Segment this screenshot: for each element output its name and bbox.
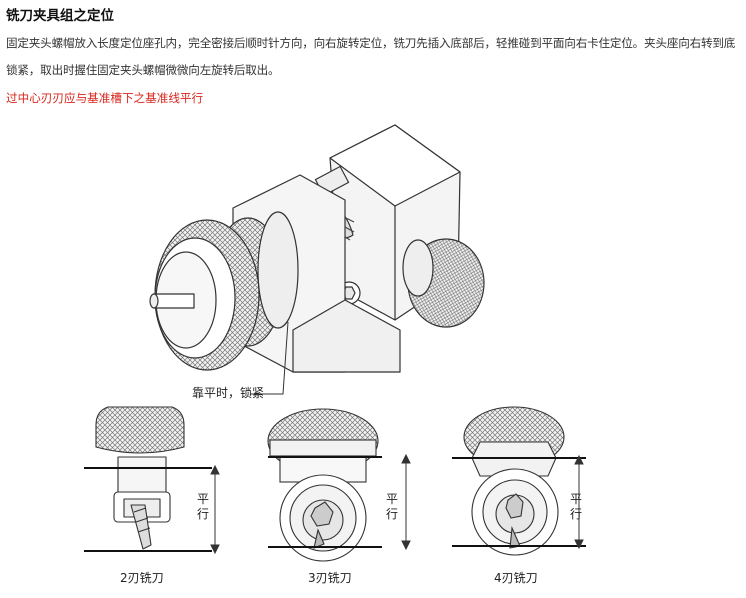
fixture-illustration — [84, 124, 586, 562]
parallel-label: 平行 — [196, 492, 209, 521]
fixture-assembly — [149, 124, 485, 373]
page-title: 铣刀夹具组之定位 — [6, 8, 114, 24]
collet-view-2-flute — [95, 406, 185, 550]
collet-view-4-flute — [463, 406, 565, 556]
caption-2-flute: 2刃铣刀 — [120, 571, 164, 585]
parallel-label: 平行 — [385, 492, 398, 521]
parallel-arrow — [401, 453, 411, 551]
alignment-note: 过中心刃刃应与基准槽下之基准线平行 — [6, 91, 204, 105]
collet-view-3-flute — [267, 408, 379, 562]
caption-4-flute: 4刃铣刀 — [494, 571, 538, 585]
parallel-arrow — [210, 464, 220, 555]
caption-3-flute: 3刃铣刀 — [308, 571, 352, 585]
callout-leader — [250, 321, 289, 395]
lock-callout: 靠平时，锁紧 — [192, 386, 265, 400]
parallel-label: 平行 — [569, 492, 582, 521]
instruction-paragraph: 固定夹头螺帽放入长度定位座孔内，完全密接后顺时针方向，向右旋转定位，铣刀先插入底… — [6, 36, 736, 77]
parallel-arrow — [574, 454, 584, 550]
